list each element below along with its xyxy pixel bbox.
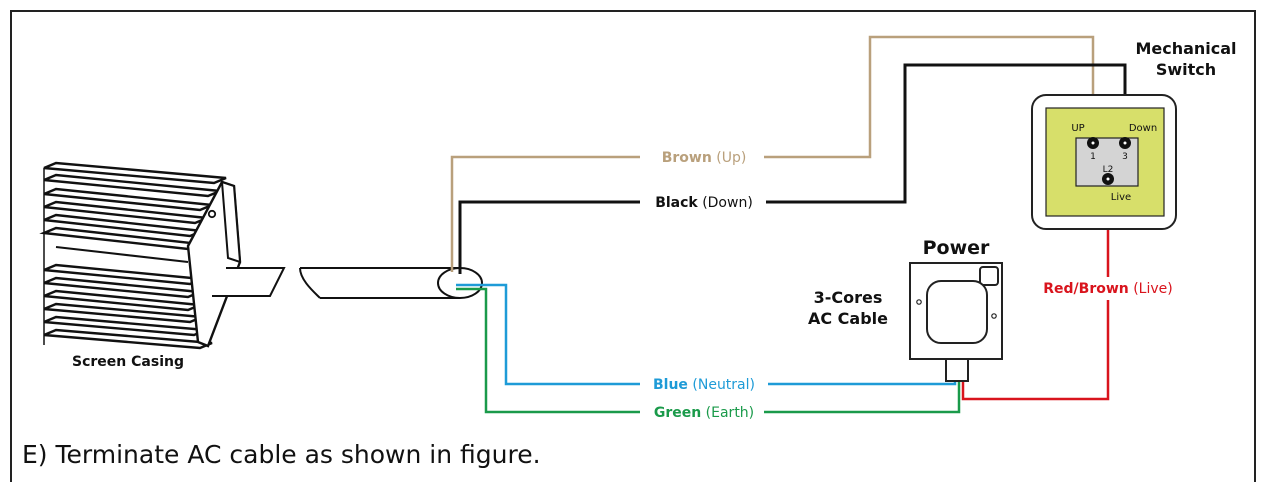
- switch-title-line1: Mechanical: [1135, 39, 1236, 58]
- figure-caption: E) Terminate AC cable as shown in figure…: [22, 440, 541, 469]
- switch-terminal-3: 3: [1122, 152, 1128, 162]
- redbrown-wire-label: Red/Brown (Live): [1043, 281, 1172, 297]
- screen-casing: [39, 161, 483, 350]
- power-box: [909, 262, 1003, 382]
- black-wire-label: Black (Down): [655, 195, 753, 211]
- diagram-border: [10, 10, 1256, 482]
- switch-label-up: UP: [1071, 123, 1084, 134]
- switch-terminal-1: 1: [1090, 152, 1096, 162]
- blue-wire-label: Blue (Neutral): [653, 377, 755, 393]
- green-wire: [456, 287, 961, 414]
- black-wire: [458, 63, 1127, 274]
- mechanical-switch: [1031, 94, 1177, 230]
- switch-label-live: Live: [1111, 192, 1131, 203]
- switch-terminal-l2: L2: [1103, 165, 1114, 175]
- cable-label-line1: 3-Cores: [814, 288, 883, 307]
- switch-title-line2: Switch: [1156, 60, 1216, 79]
- green-wire-label: Green (Earth): [654, 405, 754, 421]
- switch-label-down: Down: [1129, 123, 1157, 134]
- screen-casing-label: Screen Casing: [72, 354, 184, 370]
- power-title: Power: [923, 237, 990, 259]
- cable-label-line2: AC Cable: [808, 309, 888, 328]
- brown-wire: [450, 35, 1095, 272]
- brown-wire-label: Brown (Up): [662, 150, 747, 166]
